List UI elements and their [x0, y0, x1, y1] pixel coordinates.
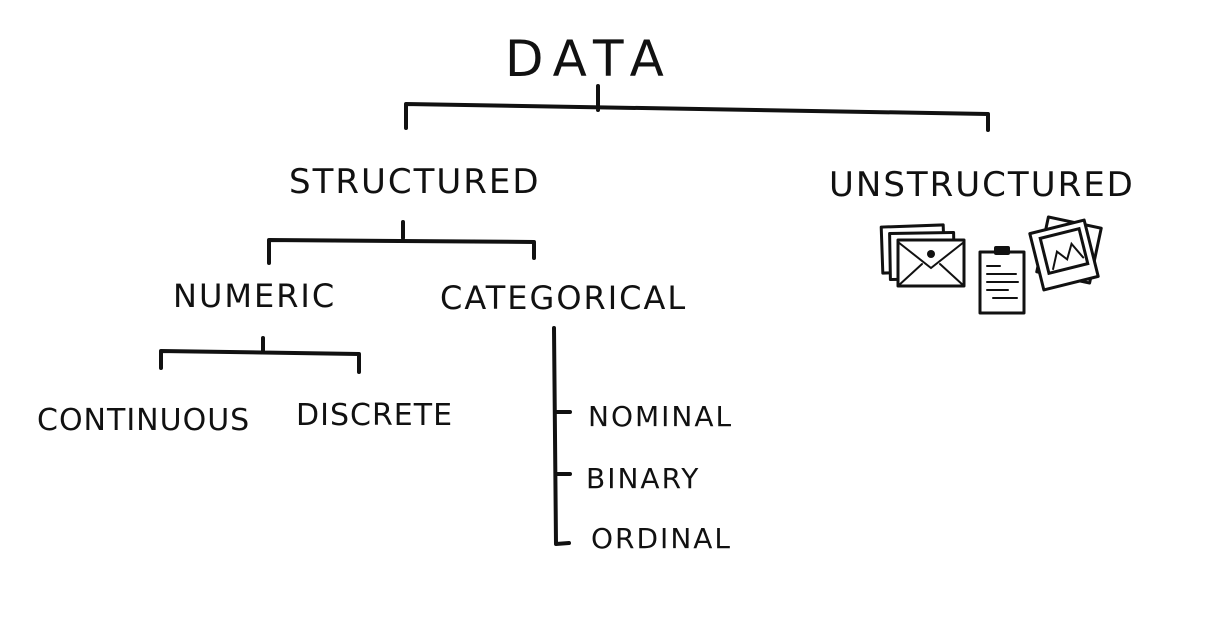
unstructured-label: UNSTRUCTURED [829, 165, 1135, 205]
structured-label: STRUCTURED [289, 162, 541, 202]
discrete-label: DISCRETE [296, 398, 453, 433]
structured-connector [267, 220, 536, 265]
root-connector [404, 84, 990, 132]
clipboard-icon [978, 246, 1026, 315]
categorical-label: CATEGORICAL [440, 279, 687, 317]
ordinal-label: ORDINAL [591, 522, 732, 555]
binary-label: BINARY [586, 462, 700, 495]
envelope-icon [879, 223, 966, 288]
root-label: DATA [505, 30, 674, 88]
photo-icon [1028, 215, 1103, 292]
numeric-connector [159, 336, 361, 374]
nominal-label: NOMINAL [588, 400, 733, 433]
continuous-label: CONTINUOUS [37, 403, 250, 438]
numeric-label: NUMERIC [173, 277, 336, 315]
categorical-connector [552, 326, 572, 546]
